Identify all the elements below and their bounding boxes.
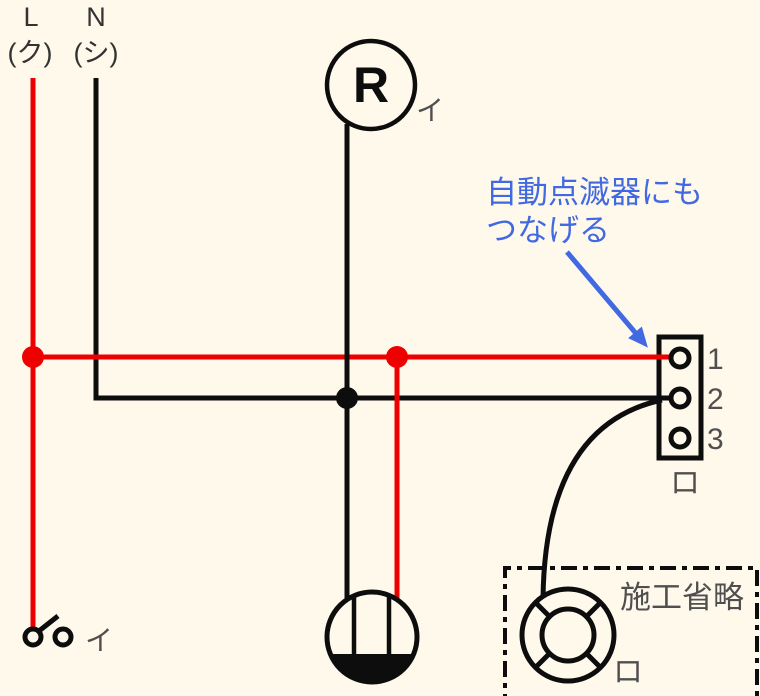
outdoor-light-spoke-br — [584, 651, 603, 670]
lamp-receptacle-symbol — [324, 38, 418, 132]
switch-terminal-right — [52, 626, 74, 648]
junction-dot-black — [336, 387, 358, 409]
outdoor-light-inner-circle — [539, 606, 597, 664]
annotation-line2: つなげる — [486, 213, 610, 248]
neutral-label: N — [86, 2, 106, 32]
wire-terminal2-to-outdoor-light — [540, 397, 663, 600]
receptacle-circuit-label: イ — [416, 95, 444, 126]
terminal-block-device-label: ロ — [670, 467, 700, 500]
switch-circuit-label: イ — [85, 625, 113, 656]
junction-dot-red-left — [22, 346, 44, 368]
live-label: L — [23, 2, 38, 32]
annotation-line1: 自動点滅器にも — [486, 175, 703, 210]
terminal-2-label: 2 — [707, 383, 724, 416]
terminal-3-hole — [668, 426, 692, 450]
annotation-arrow — [565, 250, 648, 348]
receptacle-letter: R — [353, 57, 389, 113]
neutral-wire — [93, 78, 672, 401]
terminal-1-label: 1 — [707, 343, 724, 376]
outdoor-light-device-label: ロ — [613, 656, 643, 689]
switch-lever — [37, 614, 60, 633]
junction-dot-red-mid — [386, 346, 408, 368]
rosette-filled-segment — [330, 654, 414, 683]
omitted-section-caption: 施工省略 — [620, 580, 744, 615]
neutral-wire-code: (シ) — [74, 38, 119, 68]
live-wire-code: (ク) — [8, 38, 53, 68]
outdoor-light-spoke-bl — [533, 651, 552, 670]
switch-terminal-left — [22, 626, 44, 648]
outdoor-light-spoke-tr — [584, 600, 603, 619]
terminal-2-hole — [668, 386, 692, 410]
omitted-section-box — [503, 566, 759, 696]
outdoor-light-spoke-tl — [533, 600, 552, 619]
terminal-1-hole — [668, 346, 692, 370]
terminal-3-label: 3 — [707, 423, 724, 456]
